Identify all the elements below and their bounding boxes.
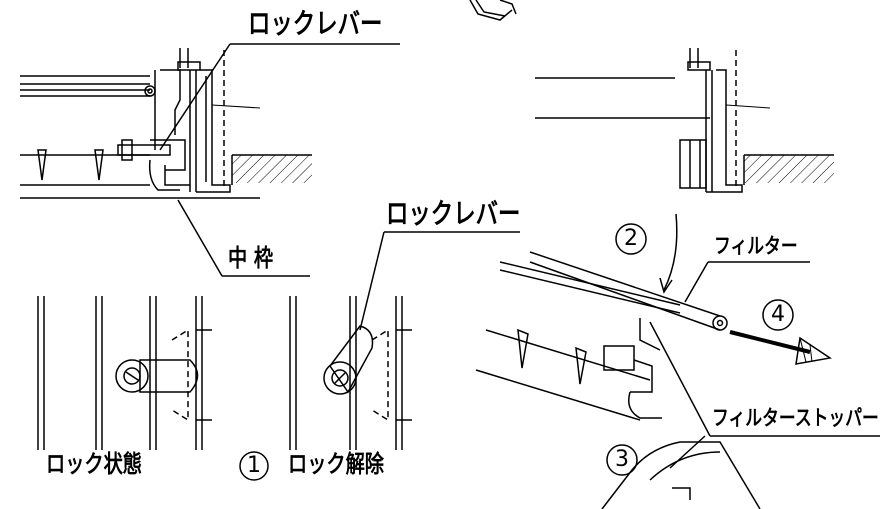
label-lock-release: ロック解除: [288, 450, 384, 478]
label-lock-lever-mid: ロックレバー: [386, 197, 521, 230]
step-3-number: 3: [615, 447, 629, 472]
filter-removal-view: [475, 213, 880, 509]
label-filter-stopper: フィルターストッパー: [712, 406, 879, 430]
top-left-section: [20, 0, 517, 277]
label-lock-lever-top: ロックレバー: [248, 7, 383, 40]
label-filter: フィルター: [714, 234, 798, 258]
step-2-circle: [615, 223, 647, 255]
arrow-4-icon: [729, 330, 832, 365]
top-right-section: [535, 48, 834, 193]
step-3-circle: [606, 444, 638, 476]
step-2-number: 2: [624, 226, 638, 251]
lock-state-view: [37, 296, 212, 450]
label-middle-frame: 中 枠: [228, 244, 274, 272]
label-lock-state: ロック状態: [46, 450, 142, 478]
step-4-circle: [762, 299, 794, 331]
step-1-circle: [239, 451, 269, 481]
step-4-number: 4: [771, 302, 785, 327]
lock-release-view: [289, 231, 520, 450]
step-1-number: 1: [247, 453, 261, 478]
